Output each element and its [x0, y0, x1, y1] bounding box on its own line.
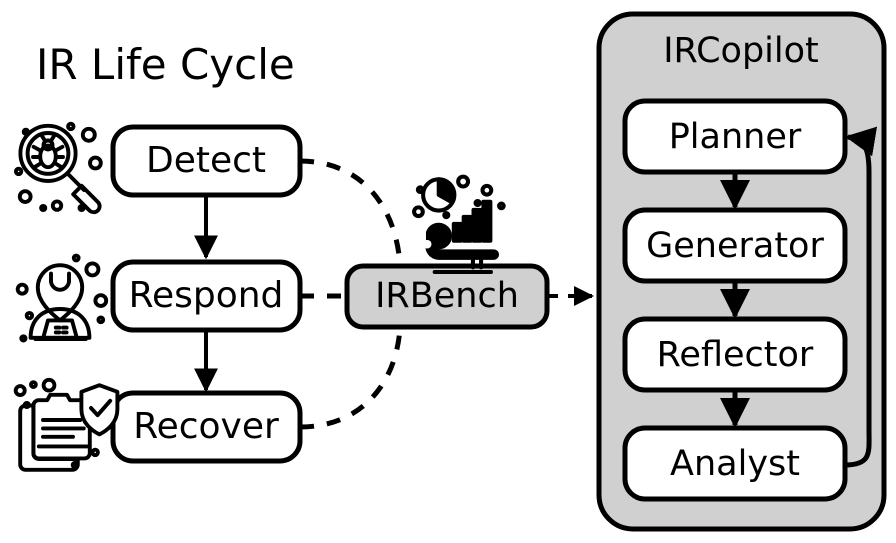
- agent-node-reflector[interactable]: Reflector: [622, 316, 848, 393]
- stage-node-detect[interactable]: Detect: [110, 124, 303, 198]
- hooded-analyst-laptop-icon: [15, 253, 109, 343]
- agent-node-analyst[interactable]: Analyst: [622, 425, 848, 502]
- ir-life-cycle-title: IR Life Cycle: [36, 40, 295, 89]
- stage-node-detect-label: Detect: [146, 140, 266, 181]
- feedback-loop-analyst-to-planner: [844, 126, 878, 468]
- dashed-link-recover-to-irbench: [299, 327, 403, 430]
- stage-node-recover[interactable]: Recover: [110, 390, 303, 464]
- stage-node-recover-label: Recover: [133, 406, 279, 447]
- bug-magnifier-icon: [13, 121, 103, 215]
- agent-node-generator-label: Generator: [646, 226, 824, 266]
- agent-node-reflector-label: Reflector: [657, 335, 814, 375]
- stage-node-respond-label: Respond: [129, 275, 284, 316]
- agent-node-planner-label: Planner: [669, 117, 802, 157]
- agent-node-generator[interactable]: Generator: [622, 207, 848, 284]
- irbench-node[interactable]: IRBench: [344, 263, 550, 330]
- agent-node-analyst-label: Analyst: [670, 444, 800, 484]
- benchmark-chart-key-icon: [412, 174, 506, 275]
- documents-shield-check-icon: [13, 377, 120, 472]
- agent-node-planner[interactable]: Planner: [622, 98, 848, 175]
- dashed-link-detect-to-irbench: [299, 158, 403, 266]
- irbench-node-label: IRBench: [375, 276, 519, 316]
- stage-node-respond[interactable]: Respond: [110, 259, 303, 333]
- agent-node-analyst-box[interactable]: [622, 425, 848, 502]
- ircopilot-title: IRCopilot: [663, 31, 819, 71]
